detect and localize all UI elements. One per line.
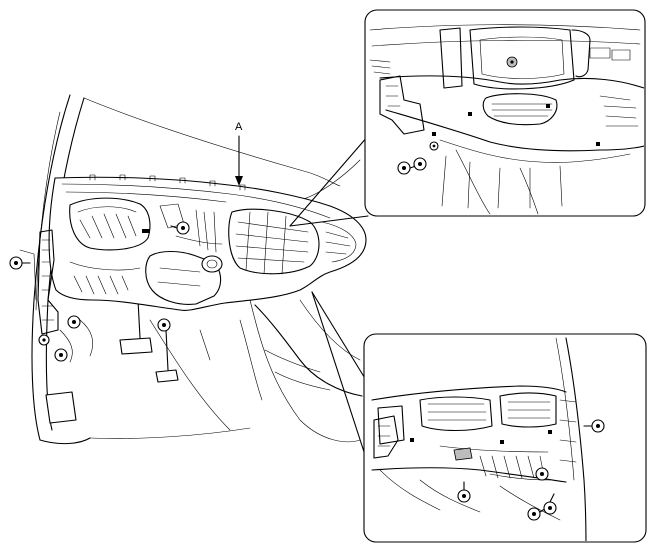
main-view: A <box>9 94 369 459</box>
leader-lines <box>289 135 369 459</box>
clip-icon <box>142 229 150 233</box>
bolt-icon <box>9 256 31 270</box>
bolt-icon <box>54 348 68 362</box>
bolt-icon <box>397 161 417 175</box>
bolt-icon <box>38 334 50 346</box>
bolt-icon <box>535 467 549 481</box>
floor-area <box>89 299 363 443</box>
detail-view-top <box>364 9 646 217</box>
windshield-frame <box>83 97 361 201</box>
bolt-icon <box>157 318 171 332</box>
bolt-icon <box>170 221 190 235</box>
callout-a-label: A <box>235 121 243 133</box>
main-view-bolts <box>9 221 190 362</box>
crash-pad <box>37 174 367 363</box>
detail-frame-bottom <box>363 333 647 543</box>
pedals <box>45 299 179 424</box>
bolt-icon <box>429 141 439 151</box>
bolt-icon <box>67 315 81 329</box>
bolt-icon <box>543 493 557 515</box>
callout-a: A <box>235 121 243 186</box>
detail-view-bottom <box>363 333 647 543</box>
bolt-icon <box>457 481 471 503</box>
detail-frame-top <box>364 9 646 217</box>
bolt-icon <box>413 157 427 171</box>
bolt-icon <box>583 419 605 433</box>
